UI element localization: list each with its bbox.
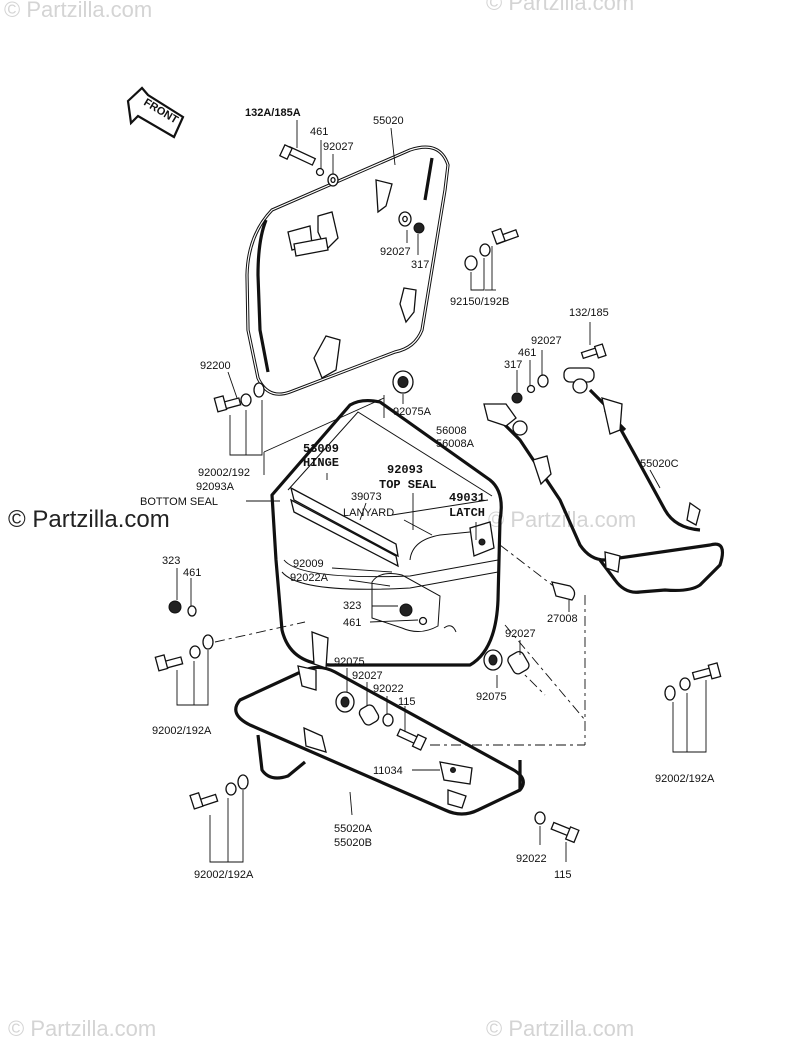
watermark-top-left: © Partzilla.com	[4, 0, 152, 22]
label-115-mid: 115	[398, 696, 416, 708]
label-27008: 27008	[547, 613, 578, 625]
grommet-92075-right-icon	[483, 649, 503, 671]
label-132-185: 132/185	[569, 307, 609, 319]
washer-92150-icon	[479, 243, 491, 257]
spacer-92027-low2-icon	[358, 704, 380, 726]
front-arrow-icon: FRONT	[126, 86, 185, 139]
watermark-top-right: © Partzilla.com	[486, 0, 634, 15]
bolt-115-bottom-icon	[550, 821, 580, 844]
washer-192b-icon	[464, 255, 478, 271]
right-frame-55020c	[483, 367, 724, 594]
label-latch: LATCH	[449, 506, 485, 520]
label-92027-top: 92027	[323, 141, 354, 153]
label-317-right: 317	[504, 359, 522, 371]
label-39073: 39073	[351, 491, 382, 503]
washer-92022-bottom-icon	[534, 811, 546, 825]
label-55020a: 55020A	[334, 823, 373, 835]
label-92009: 92009	[293, 558, 324, 570]
washer-92002-icon	[240, 393, 252, 407]
label-92022-bottom: 92022	[516, 853, 547, 865]
label-92075-left: 92075	[334, 656, 365, 668]
label-317-top: 317	[411, 259, 429, 271]
washer-92002-left-icon	[189, 645, 201, 659]
saddlebag-case	[270, 398, 503, 667]
washer-92022-mid-icon	[382, 713, 394, 727]
label-132a-185a: 132A/185A	[245, 107, 301, 119]
label-461-left: 461	[183, 567, 201, 579]
spacer-92027-lower-icon	[507, 651, 530, 675]
nut-317-icon	[413, 222, 425, 234]
label-92022a: 92022A	[290, 572, 329, 584]
label-461-top: 461	[310, 126, 328, 138]
bolt-92150-icon	[491, 227, 520, 245]
watermark-middle-left: © Partzilla.com	[8, 506, 170, 533]
label-55020: 55020	[373, 115, 404, 127]
clip-27008-icon	[551, 581, 576, 601]
label-55020b: 55020B	[334, 837, 372, 849]
label-92093: 92093	[387, 463, 423, 477]
label-56008a: 56008A	[436, 438, 475, 450]
part-labels: 132A/185A 461 55020 92027 92027 317 9215…	[140, 107, 715, 881]
label-461-box: 461	[343, 617, 361, 629]
washer-192-icon	[253, 382, 265, 398]
watermark-middle-right: © Partzilla.com	[488, 507, 636, 532]
bolt-132-185-icon	[580, 343, 607, 360]
washer-92002-right-icon	[679, 677, 691, 691]
bolt-115-mid-icon	[396, 728, 428, 751]
leader-lines	[176, 120, 707, 863]
label-11034: 11034	[373, 765, 403, 777]
label-323-box: 323	[343, 600, 361, 612]
label-92002-192a-right: 92002/192A	[655, 773, 715, 785]
washer-461-left-icon	[187, 605, 197, 617]
washer-192a-bottom-icon	[237, 774, 249, 790]
label-hinge: HINGE	[303, 456, 339, 470]
label-92027-low2: 92027	[352, 670, 383, 682]
label-55020c: 55020C	[640, 458, 679, 470]
grommet-92075a-icon	[392, 370, 414, 394]
label-323-left: 323	[162, 555, 180, 567]
bolt-92002-left-icon	[154, 654, 184, 672]
label-92200: 92200	[200, 360, 231, 372]
label-92022-mid: 92022	[373, 683, 404, 695]
washer-461-right-icon	[526, 384, 536, 394]
bolt-92002-bottom-icon	[189, 791, 219, 810]
upper-frame-55020	[245, 145, 450, 396]
label-92027-mid: 92027	[380, 246, 411, 258]
bolt-132a-185a-icon	[278, 144, 317, 166]
label-92027-lower: 92027	[505, 628, 536, 640]
label-461-right: 461	[518, 347, 536, 359]
washer-92002-bottom-icon	[225, 782, 237, 796]
grommet-92075-left-icon	[335, 691, 355, 713]
label-92002-192a-left: 92002/192A	[152, 725, 212, 737]
watermark-bottom-right: © Partzilla.com	[486, 1016, 634, 1041]
label-49031: 49031	[449, 491, 485, 505]
label-53009: 53009	[303, 442, 339, 456]
watermark-bottom-left: © Partzilla.com	[8, 1016, 156, 1041]
label-92075-right: 92075	[476, 691, 507, 703]
bolt-92002-right-icon	[691, 662, 722, 681]
label-115-bottom: 115	[554, 869, 572, 881]
label-lanyard: LANYARD	[343, 507, 394, 519]
label-92002-192: 92002/192	[198, 467, 250, 479]
lower-frame-55020a	[234, 631, 525, 816]
label-92150-192b: 92150/192B	[450, 296, 509, 308]
label-92093a: 92093A	[196, 481, 235, 493]
bolt-92200-icon	[213, 395, 242, 413]
label-bottom-seal: BOTTOM SEAL	[140, 496, 218, 508]
washer-192a-right-icon	[664, 685, 676, 701]
label-top-seal: TOP SEAL	[379, 478, 437, 492]
label-92002-192a-bottom: 92002/192A	[194, 869, 254, 881]
label-92075a: 92075A	[393, 406, 432, 418]
washer-192a-left-icon	[202, 634, 214, 650]
washer-92027-right-icon	[537, 374, 549, 388]
nut-317-right-icon	[511, 392, 523, 404]
nut-323-left-icon	[168, 600, 182, 614]
label-92027-right: 92027	[531, 335, 562, 347]
washer-461-icon	[315, 167, 325, 177]
label-56008: 56008	[436, 425, 467, 437]
